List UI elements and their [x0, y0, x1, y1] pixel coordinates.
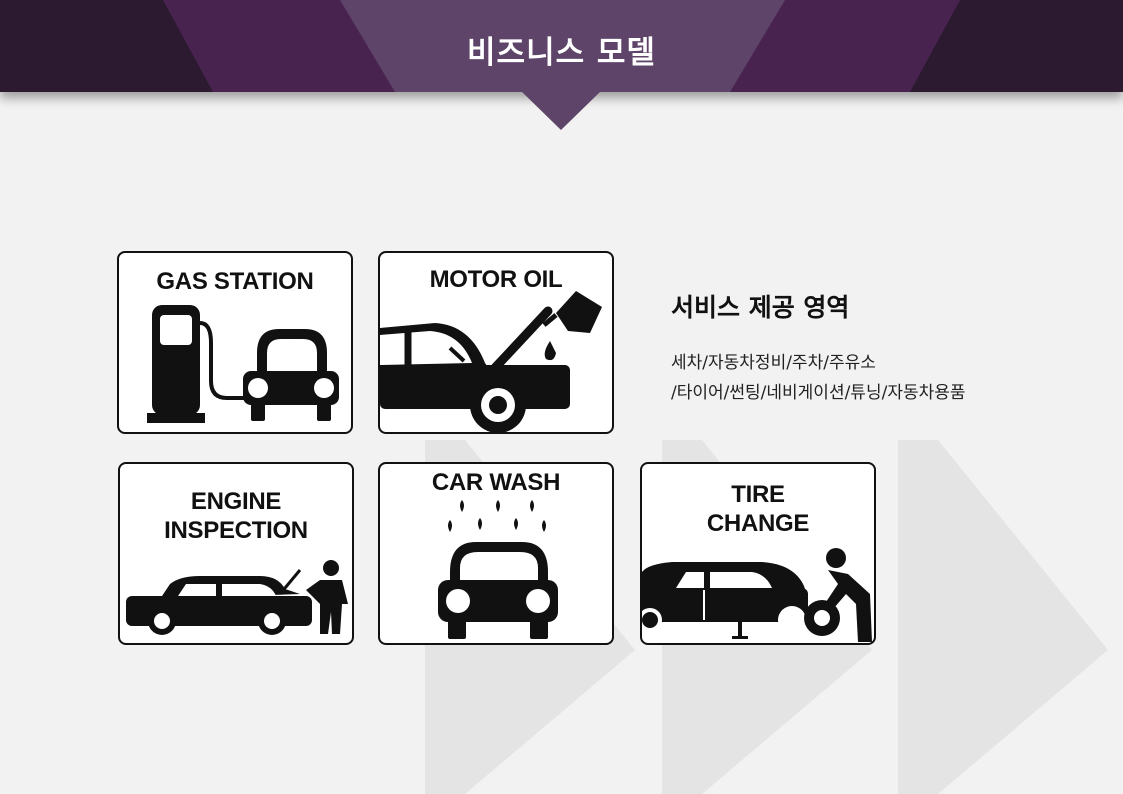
card-label: CAR WASH: [431, 469, 561, 496]
info-title: 서비스 제공 영역: [671, 293, 850, 322]
motor-oil-icon: [380, 291, 602, 432]
card-label: TIRE: [731, 481, 785, 508]
card-label: MOTOR OIL: [429, 266, 563, 293]
header-banner: 비즈니스 모델: [0, 0, 1123, 92]
card-label: CHANGE: [706, 510, 810, 537]
card-label: ENGINE: [190, 488, 282, 515]
service-card-car-wash: CAR WASH: [378, 462, 614, 645]
service-card-tire-change: TIRE CHANGE: [640, 462, 876, 645]
tire-change-icon: [642, 548, 872, 642]
engine-inspection-icon: [126, 560, 348, 635]
service-card-motor-oil: MOTOR OIL: [378, 251, 614, 434]
service-card-gas-station: GAS STATION: [117, 251, 353, 434]
gas-pump-car-icon: [147, 305, 339, 423]
card-label: INSPECTION: [164, 517, 308, 544]
car-wash-icon: [438, 500, 558, 639]
service-info: 서비스 제공 영역 세차/자동차정비/주차/주유소 /타이어/썬팅/네비게이션/…: [671, 288, 966, 408]
info-line: 세차/자동차정비/주차/주유소: [671, 353, 876, 373]
service-card-engine-inspection: ENGINE INSPECTION: [118, 462, 354, 645]
page-title: 비즈니스 모델: [467, 35, 656, 71]
info-line: /타이어/썬팅/네비게이션/튜닝/자동차용품: [671, 383, 966, 403]
header-pointer: [520, 90, 602, 130]
card-label: GAS STATION: [156, 268, 314, 295]
